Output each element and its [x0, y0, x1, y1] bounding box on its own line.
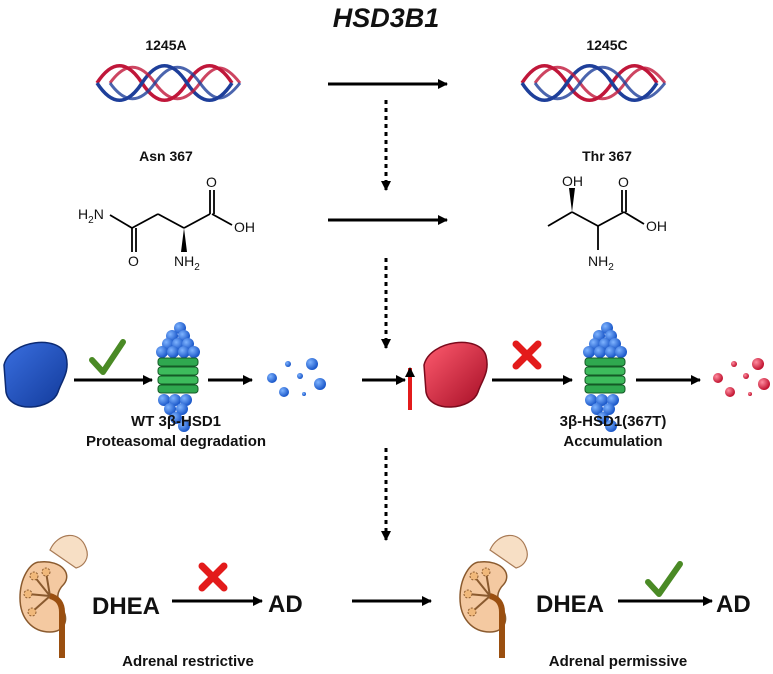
svg-text:O: O: [128, 253, 139, 269]
ad-right: AD: [716, 591, 751, 618]
adrenal-gland-right-icon: [460, 535, 527, 658]
adrenal-permissive-label: Adrenal permissive: [549, 653, 687, 670]
check-icon: [89, 339, 126, 375]
adrenal-restrictive-label: Adrenal restrictive: [122, 653, 254, 670]
check-icon-adrenal: [645, 561, 683, 597]
svg-text:OH: OH: [562, 173, 583, 189]
svg-text:OH: OH: [234, 219, 255, 235]
dna-helix-left-icon: [95, 64, 242, 102]
allele-left-label: 1245A: [145, 37, 186, 53]
adrenal-gland-left-icon: [20, 535, 87, 658]
dhea-left: DHEA: [92, 593, 160, 620]
svg-text:H2N: H2N: [78, 206, 104, 226]
threonine-structure: OH O OH NH2: [547, 173, 667, 273]
mutant-label-line-1: 3β-HSD1(367T): [560, 413, 667, 430]
svg-text:OH: OH: [646, 218, 667, 234]
mutant-protein-icon: [423, 341, 488, 408]
wt-label-line-2: Proteasomal degradation: [86, 433, 266, 450]
svg-text:NH2: NH2: [588, 253, 614, 273]
asparagine-structure: H2N O O OH NH2: [78, 174, 255, 273]
wt-label-line-1: WT 3β-HSD1: [131, 413, 221, 430]
dhea-right: DHEA: [536, 591, 604, 618]
aa-right-label: Thr 367: [582, 148, 632, 164]
degraded-fragments-red-icon: [713, 358, 770, 397]
dna-helix-right-icon: [520, 64, 667, 102]
degraded-fragments-blue-icon: [267, 358, 326, 397]
svg-text:O: O: [206, 174, 217, 190]
gene-title: HSD3B1: [333, 3, 440, 33]
ad-left: AD: [268, 591, 303, 618]
aa-left-label: Asn 367: [139, 148, 193, 164]
cross-icon: [512, 340, 542, 370]
mutant-label-line-2: Accumulation: [563, 433, 662, 450]
cross-icon-adrenal: [198, 562, 228, 592]
svg-text:O: O: [618, 174, 629, 190]
svg-text:NH2: NH2: [174, 253, 200, 273]
wt-protein-icon: [3, 341, 68, 408]
allele-right-label: 1245C: [586, 37, 627, 53]
